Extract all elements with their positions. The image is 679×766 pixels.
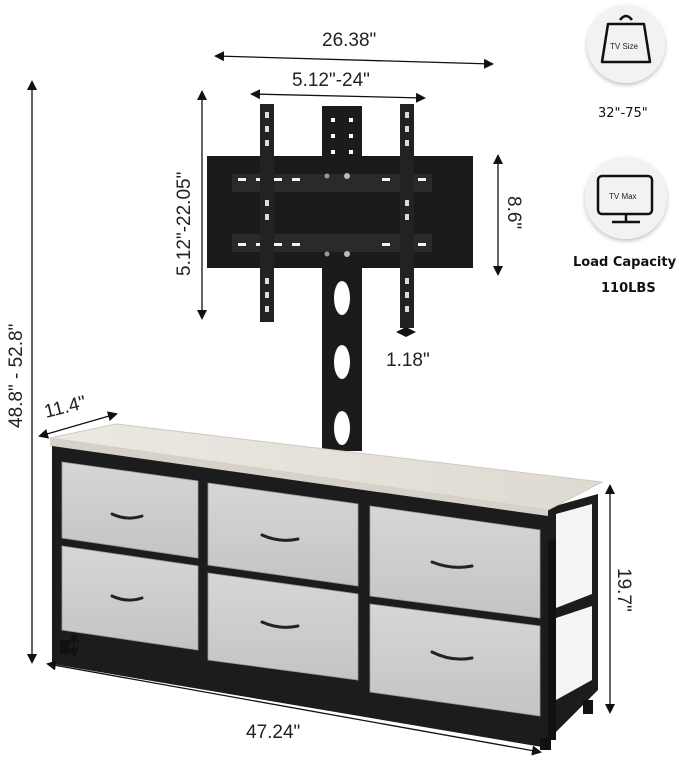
dim-total-height-text: 48.8" - 52.8" [6, 324, 27, 428]
tv-size-range: 32"-75" [598, 106, 648, 121]
drawer-1 [61, 461, 199, 559]
dim-bracket-depth-text: 1.18" [386, 350, 430, 371]
dim-width-text: 47.24" [246, 722, 300, 743]
drawer-handles [110, 512, 474, 661]
drawer-3 [369, 505, 541, 619]
tv-screen-icon [596, 174, 654, 224]
tv-max-badge: TV Max [585, 157, 667, 239]
dim-mount-width-line [214, 51, 494, 69]
leg-front-left [60, 640, 70, 654]
tv-size-badge: TV Size [587, 5, 665, 83]
weight-icon [600, 14, 652, 64]
load-capacity-label: Load Capacity [573, 255, 677, 270]
tv-size-badge-text: TV Size [610, 42, 639, 51]
drawer-4 [61, 545, 199, 651]
leg-front-right [540, 738, 551, 750]
dim-mount-width-text: 26.38" [322, 30, 376, 51]
mount-arm-left [260, 104, 274, 322]
dim-bracket-height-text: 8.6" [503, 196, 524, 229]
tv-max-badge-text: TV Max [609, 192, 637, 201]
dim-depth-line [38, 411, 118, 439]
dim-vesa-h-line [250, 89, 426, 103]
dim-vesa-v-text: 5.12"-22.05" [174, 172, 195, 276]
dim-width-line [46, 660, 542, 756]
dresser [49, 423, 604, 750]
tv-mount [207, 104, 473, 451]
dim-dresser-height-text: 19.7" [613, 568, 634, 612]
dim-depth-text: 11.4" [42, 392, 88, 423]
dim-vesa-h-text: 5.12"-24" [292, 70, 370, 91]
drawer-2 [207, 482, 359, 587]
load-capacity-value: 110LBS [601, 281, 656, 296]
pole-holes [331, 118, 353, 445]
leg-back-right [583, 700, 593, 714]
